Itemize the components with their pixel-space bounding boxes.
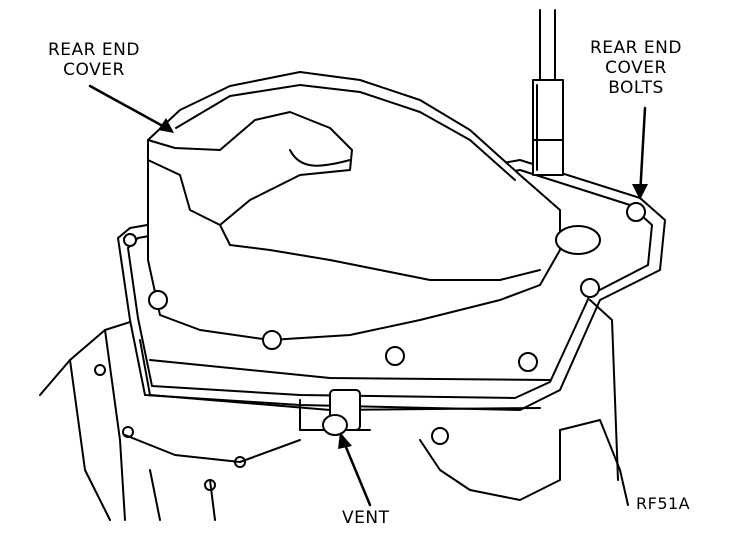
rear-end-cover: [147, 71, 601, 341]
vent-label: VENT: [342, 508, 390, 528]
vent: [322, 389, 361, 436]
bolt: [262, 330, 282, 350]
arrowheads: [158, 118, 648, 449]
bolt: [626, 202, 646, 222]
figure-code: RF51A: [636, 494, 691, 513]
bolt: [580, 278, 600, 298]
bolt: [123, 233, 137, 247]
rear-end-cover-bolts-label: REAR END COVER BOLTS: [590, 38, 682, 98]
label-line: REAR END: [590, 38, 682, 58]
bolt: [148, 290, 168, 310]
cover-flange: [117, 159, 666, 431]
transmission-case: [39, 299, 629, 521]
label-line: COVER: [605, 58, 667, 78]
label-line: COVER: [63, 60, 125, 80]
cover-bolts: [123, 202, 646, 372]
bolt: [385, 346, 405, 366]
rear-end-cover-label: REAR END COVER: [48, 40, 140, 80]
bolt: [518, 352, 538, 372]
socket-wrench-tool: [532, 9, 564, 176]
leader-lines: [88, 84, 647, 507]
label-line: BOLTS: [608, 78, 664, 98]
label-line: REAR END: [48, 40, 140, 60]
